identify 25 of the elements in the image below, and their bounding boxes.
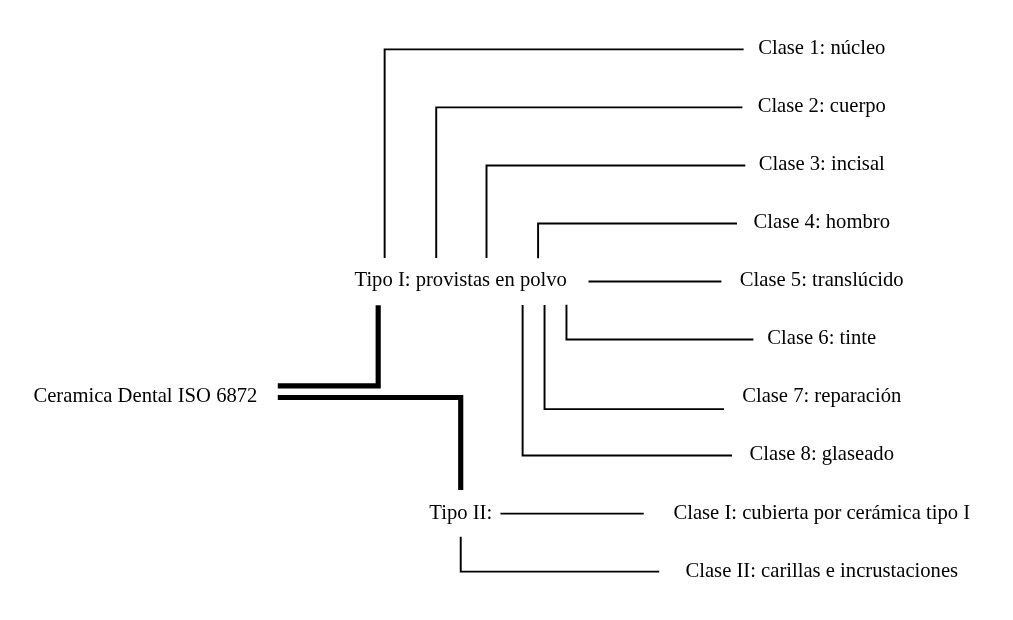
connector	[277, 394, 464, 490]
node-text: Tipo II:	[429, 500, 493, 522]
node-text: Clase I: cubierta por cerámica tipo I	[673, 500, 971, 522]
connector	[485, 163, 747, 259]
node-text: Clase 8: glaseado	[749, 441, 894, 464]
connector	[459, 535, 661, 573]
node-text: Clase 2: cuerpo	[757, 93, 886, 116]
connector	[587, 280, 723, 282]
node-text: Tipo I: provistas en polvo	[354, 267, 567, 290]
node-text: Ceramica Dental ISO 6872	[33, 383, 258, 406]
node-text: Clase 6: tinte	[767, 325, 877, 348]
connector	[499, 512, 645, 515]
connector	[521, 303, 733, 457]
node-text: Clase 7: reparación	[742, 383, 902, 406]
node-text: Clase 3: incisal	[758, 151, 885, 174]
connector	[537, 222, 739, 259]
node-text: Clase II: carillas e incrustaciones	[685, 558, 959, 581]
node-text: Clase 5: translúcido	[739, 267, 904, 290]
connector	[565, 303, 755, 340]
connector	[435, 105, 744, 259]
connector	[383, 47, 745, 259]
connector	[543, 303, 725, 410]
node-text: Clase 1: núcleo	[758, 35, 886, 58]
connector	[277, 304, 381, 388]
node-text: Clase 4: hombro	[753, 209, 890, 232]
